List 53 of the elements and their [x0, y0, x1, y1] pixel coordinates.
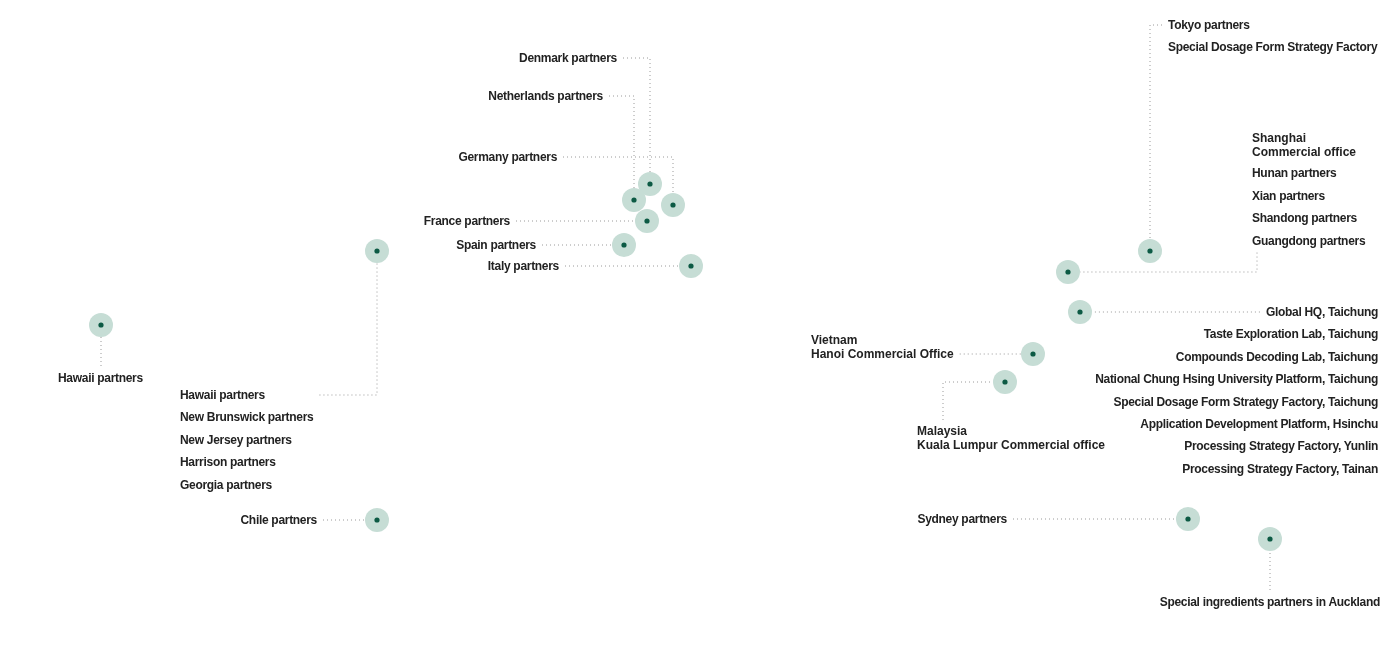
location-label: Application Development Platform, Hsinchu: [1140, 415, 1378, 432]
location-marker: [622, 188, 646, 212]
location-label: National Chung Hsing University Platform, Taichung: [1095, 371, 1378, 388]
location-marker: [1258, 527, 1282, 551]
location-marker: [365, 508, 389, 532]
location-label: Germany partners: [458, 149, 557, 165]
location-marker: [1138, 239, 1162, 263]
location-label: Georgia partners: [180, 476, 273, 493]
location-marker: [635, 209, 659, 233]
location-marker: [1176, 507, 1200, 531]
location-marker: [661, 193, 685, 217]
location-label: Netherlands partners: [488, 88, 603, 104]
location-label: Xian partners: [1252, 187, 1326, 204]
leader-line: [608, 95, 635, 189]
location-marker: [612, 233, 636, 257]
location-label: Tokyo partners: [1168, 17, 1251, 33]
location-label: Processing Strategy Factory, Yunlin: [1184, 438, 1378, 455]
location-label: Global HQ, Taichung: [1265, 304, 1378, 320]
location-marker: [1056, 260, 1080, 284]
leader-line: [1149, 24, 1163, 240]
location-label: Guangdong partners: [1252, 232, 1366, 249]
location-marker: [365, 239, 389, 263]
location-label: Special Dosage Form Strategy Factory: [1168, 39, 1378, 56]
location-marker: [1021, 342, 1045, 366]
location-marker: [679, 254, 703, 278]
location-label: Sydney partners: [917, 511, 1007, 527]
location-label: Hawaii partners: [58, 370, 143, 386]
location-label: Shandong partners: [1252, 210, 1358, 227]
location-label: Special ingredients partners in Auckland: [1159, 594, 1380, 610]
leader-line: [318, 262, 378, 396]
location-label: Vietnam Hanoi Commercial Office: [811, 333, 954, 361]
location-label: Shanghai Commercial office: [1252, 131, 1358, 159]
location-label: Denmark partners: [519, 50, 617, 66]
location-marker: [638, 172, 662, 196]
location-label: Hunan partners: [1252, 165, 1338, 182]
location-marker: [89, 313, 113, 337]
location-label: Chile partners: [240, 512, 317, 528]
leader-line: [622, 57, 651, 173]
location-label: Malaysia Kuala Lumpur Commercial office: [917, 424, 1106, 452]
location-label: New Jersey partners: [180, 431, 293, 448]
location-label: New Brunswick partners: [180, 409, 314, 426]
location-marker: [993, 370, 1017, 394]
location-label: Spain partners: [456, 237, 536, 253]
location-marker: [1068, 300, 1092, 324]
location-label: France partners: [423, 213, 510, 229]
leader-line: [562, 156, 674, 194]
location-label: Processing Strategy Factory, Tainan: [1182, 460, 1378, 477]
location-label: Special Dosage Form Strategy Factory, Taichung: [1113, 393, 1378, 410]
location-label: Italy partners: [487, 258, 559, 274]
location-label: Harrison partners: [180, 454, 277, 471]
location-label: Taste Exploration Lab, Taichung: [1203, 326, 1378, 343]
location-label: Compounds Decoding Lab, Taichung: [1175, 348, 1378, 365]
location-label: Hawaii partners: [180, 387, 266, 403]
